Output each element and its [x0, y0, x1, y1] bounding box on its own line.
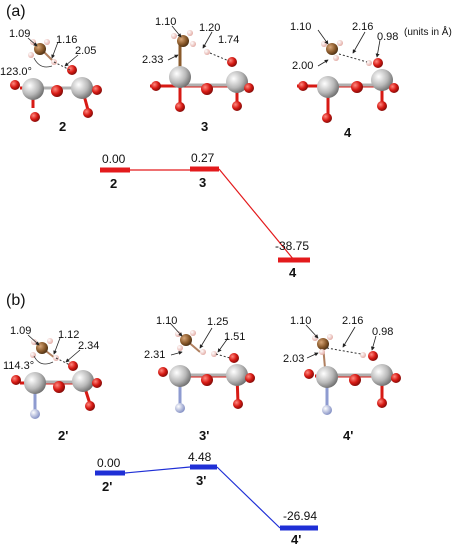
annotation-4-1: 1.10 — [290, 21, 311, 33]
energy-profile-a: 0.00 0.27 -38.75 2 3 4 — [100, 151, 310, 280]
structure-2: 1.09 1.16 2.05 123.0° — [0, 28, 102, 122]
annotation-4-3: 0.98 — [377, 31, 398, 43]
annotation-3-1: 1.10 — [155, 16, 176, 28]
structure-label-2: 2 — [59, 119, 66, 134]
energy-value-2-prime: 0.00 — [97, 456, 121, 470]
energy-state-2-prime: 2' — [102, 479, 112, 494]
annotation-2p-1: 1.09 — [10, 325, 31, 337]
energy-state-2: 2 — [110, 176, 117, 191]
annotation-4-2: 2.16 — [352, 21, 373, 33]
structure-3: 1.10 1.20 2.33 1.74 — [142, 16, 254, 112]
annotation-2p-3: 2.34 — [78, 340, 99, 352]
structure-2-prime: 1.09 1.12 2.34 114.3° — [3, 325, 102, 419]
annotation-3p-2: 1.25 — [207, 316, 228, 328]
annotation-3-4: 1.74 — [218, 34, 239, 46]
annotation-2p-4: 114.3° — [3, 360, 34, 372]
annotation-3p-4: 1.51 — [224, 331, 245, 343]
structure-label-4: 4 — [344, 125, 352, 140]
energy-value-4: -38.75 — [275, 239, 309, 253]
energy-value-3: 0.27 — [191, 151, 215, 165]
structure-label-4-prime: 4' — [343, 428, 353, 443]
energy-value-3-prime: 4.48 — [188, 450, 212, 464]
energy-profile-b: 0.00 4.48 -26.94 2' 3' 4' — [95, 450, 318, 545]
annotation-2-4: 123.0° — [0, 66, 32, 78]
energy-state-3-prime: 3' — [196, 473, 206, 488]
annotation-3-3: 2.33 — [142, 54, 163, 66]
energy-value-2: 0.00 — [102, 152, 126, 166]
annotation-3p-1: 1.10 — [156, 315, 177, 327]
structure-4: 1.10 2.16 0.98 2.00 — [290, 21, 399, 123]
structure-3-prime: 1.10 1.25 2.31 1.51 — [144, 315, 255, 413]
units-note: (units in Å) — [404, 25, 452, 38]
structure-label-3: 3 — [201, 119, 208, 134]
annotation-2-1: 1.09 — [9, 28, 30, 40]
panel-a-label: (a) — [6, 3, 26, 20]
annotation-3p-3: 2.31 — [144, 349, 165, 361]
structure-label-3-prime: 3' — [199, 428, 209, 443]
energy-state-4-prime: 4' — [291, 532, 301, 545]
energy-state-4: 4 — [289, 265, 297, 280]
annotation-2-3: 2.05 — [75, 45, 96, 57]
annotation-3-2: 1.20 — [199, 22, 220, 34]
structure-4-prime: 1.10 2.16 0.98 2.03 — [283, 315, 401, 415]
annotation-4p-2: 2.16 — [342, 315, 363, 327]
energy-state-3: 3 — [199, 175, 206, 190]
annotation-4p-1: 1.10 — [290, 315, 311, 327]
annotation-4p-3: 0.98 — [372, 326, 393, 338]
annotation-4-4: 2.00 — [292, 60, 313, 72]
annotation-4p-4: 2.03 — [283, 353, 304, 365]
annotation-2p-2: 1.12 — [58, 329, 79, 341]
energy-value-4-prime: -26.94 — [283, 509, 317, 523]
annotation-2-2: 1.16 — [56, 34, 77, 46]
panel-b-label: (b) — [6, 292, 26, 309]
structure-label-2-prime: 2' — [58, 428, 68, 443]
